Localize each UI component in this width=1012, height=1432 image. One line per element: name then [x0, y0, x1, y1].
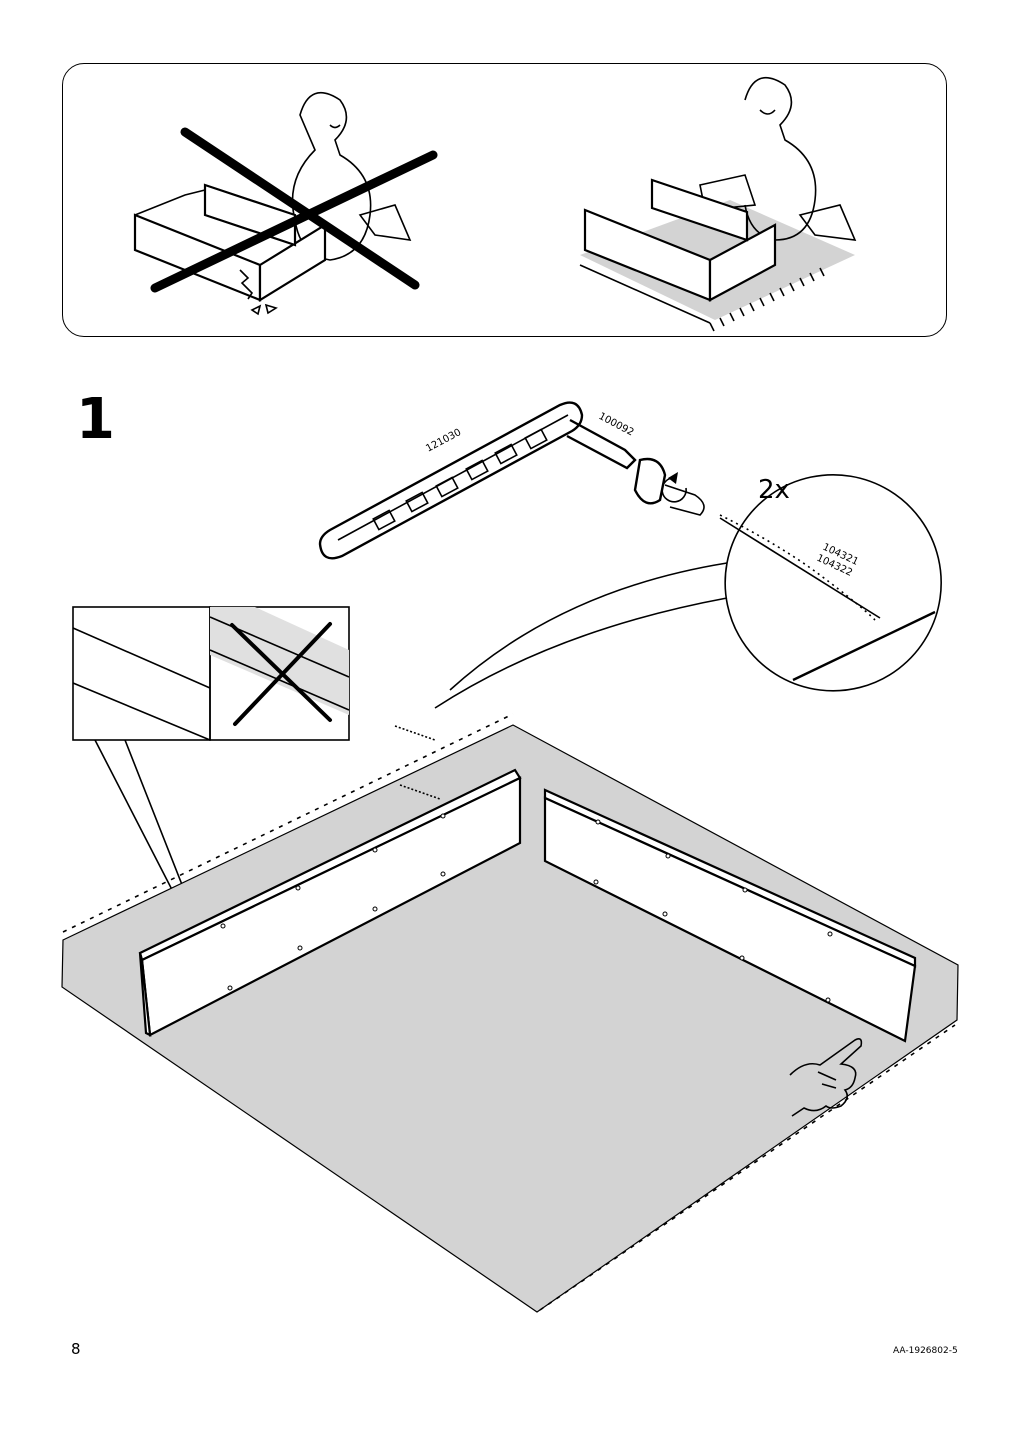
quantity-label: 2x: [758, 475, 790, 505]
rug-icon: [61, 713, 959, 1313]
pointing-hand-icon: [789, 1038, 863, 1117]
warning-panel: [62, 63, 947, 337]
tool-label: 121030: [424, 427, 463, 455]
key-label: 100092: [597, 411, 636, 439]
back-panel-left: [138, 768, 522, 1037]
page-number: 8: [71, 1340, 81, 1358]
key-100092-icon: 100092: [566, 411, 637, 470]
dowel-insert-1: [394, 725, 436, 741]
zoom-detail-dowel: [434, 474, 942, 709]
document-code: AA-1926802-5: [893, 1346, 958, 1356]
edge-detail-boxes: [72, 606, 350, 916]
dowel-icon: [633, 457, 705, 516]
step-number: 1: [76, 387, 115, 452]
wrong-assembly-icon: [133, 91, 438, 316]
correct-assembly-icon: [579, 76, 857, 332]
back-panel-right: [543, 788, 917, 1043]
tool-121030-icon: [318, 401, 584, 560]
dowel-insert-2: [399, 784, 441, 800]
